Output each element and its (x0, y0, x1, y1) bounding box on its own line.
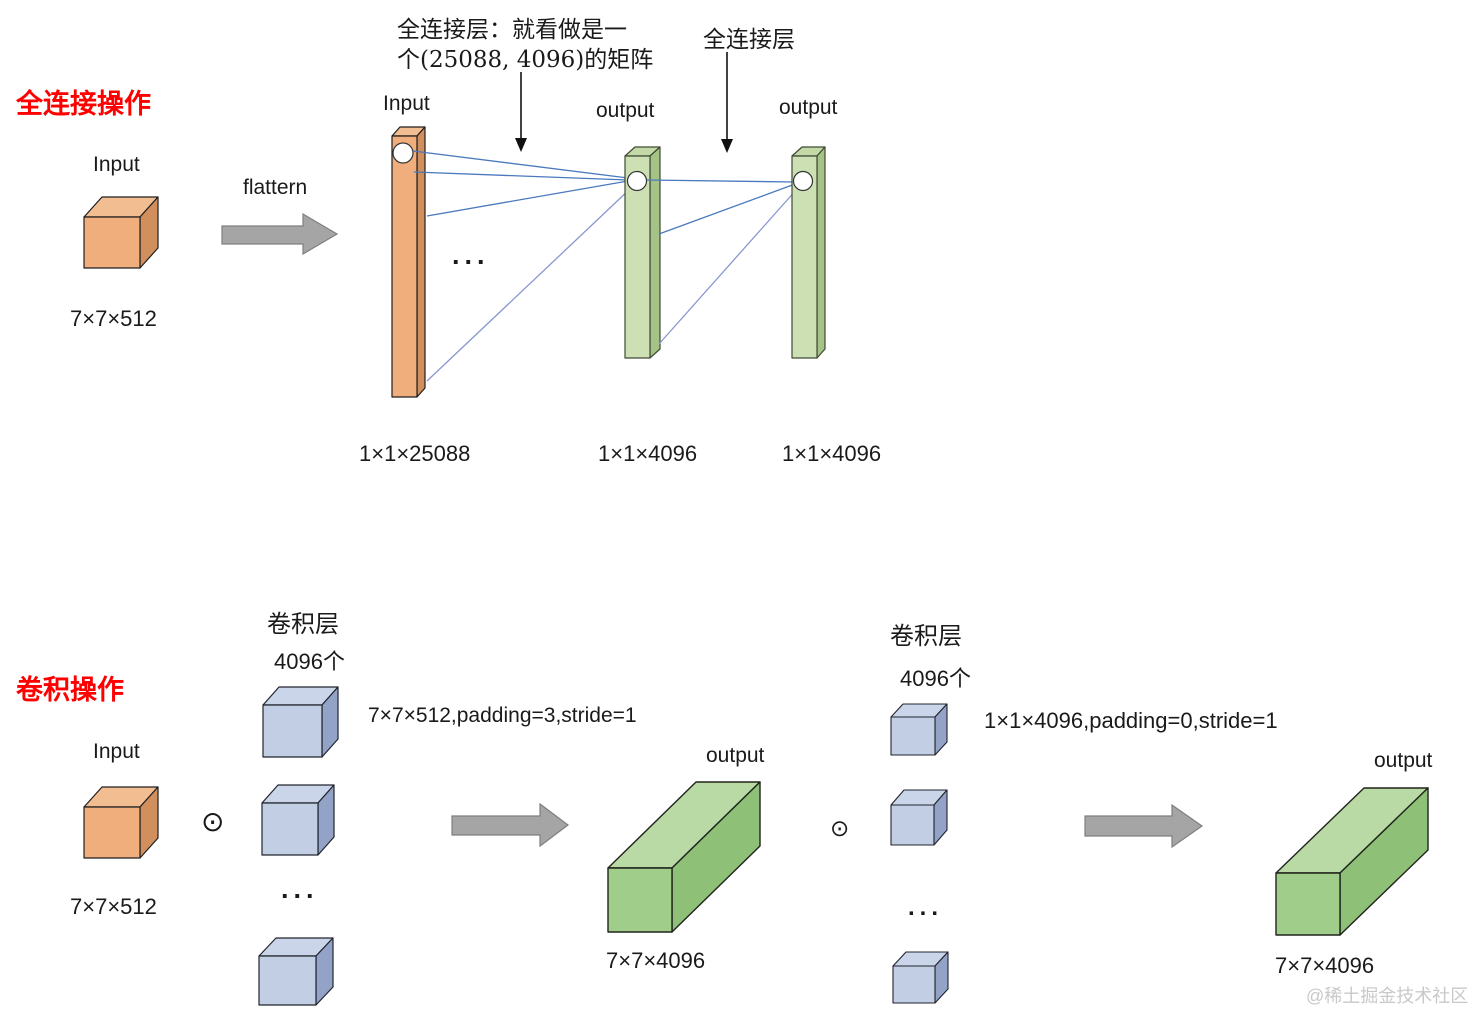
conv-input-dim: 7×7×512 (70, 894, 157, 919)
neuron-circle (626, 170, 648, 192)
conv-kernel-cube-2b (890, 789, 948, 846)
connection-line (658, 183, 796, 235)
neuron-circle (392, 142, 414, 164)
watermark: @稀土掘金技术社区 (1306, 986, 1469, 1006)
annotation-arrow-fc (721, 52, 733, 153)
fc-connections-2 (646, 179, 798, 345)
conv-input-label: Input (93, 740, 140, 763)
cube-front-face (261, 802, 319, 856)
conv-kernel-cube-1c (258, 937, 334, 1006)
conv-ellipsis-2: ... (908, 894, 944, 921)
conv-ellipsis-1: ... (281, 874, 319, 904)
bar-side-face (649, 146, 661, 359)
fc-matrix-note-line2: 个(25088, 4096)的矩阵 (397, 47, 654, 73)
arrow-head (515, 138, 527, 152)
fc-output1-label: output (596, 99, 655, 122)
fc-section-title: 全连接操作 (16, 89, 151, 120)
fc-input-dim: 7×7×512 (70, 306, 157, 331)
fc-flat-input-dim: 1×1×25088 (359, 441, 471, 466)
connection-line (412, 150, 629, 179)
conv-params-1: 7×7×512,padding=3,stride=1 (368, 704, 637, 727)
fc-layer-note: 全连接层 (703, 27, 795, 53)
conv-input-cube (83, 786, 159, 859)
fc-input-cube (83, 196, 159, 269)
fc-connections-1 (412, 150, 632, 382)
fc-output1-bar (624, 146, 661, 359)
conv-layer2-label: 卷积层 (890, 622, 962, 650)
cube-front-face (890, 804, 935, 846)
fc-output2-bar (791, 146, 826, 359)
odot-operator-1: ⊙ (201, 805, 225, 838)
cube-front-face (258, 955, 317, 1006)
flatten-label: flattern (243, 176, 308, 199)
fc-ellipsis: ... (452, 240, 490, 270)
bar-side-face (416, 126, 426, 398)
connection-line (426, 187, 632, 382)
conv-output1-label: output (706, 744, 765, 767)
conv-output1-dim: 7×7×4096 (606, 948, 706, 973)
odot-operator-2: ⊙ (830, 816, 850, 842)
conv-output2-dim: 7×7×4096 (1275, 953, 1375, 978)
connection-line (413, 171, 629, 181)
cuboid-front-face (1275, 872, 1341, 936)
annotation-arrow-matrix (515, 72, 527, 152)
conv-layer1-label: 卷积层 (267, 610, 339, 638)
fc-input-label: Input (93, 153, 140, 176)
conv-kernel-cube-2c (892, 951, 949, 1004)
connection-line (426, 180, 629, 217)
flatten-arrow-icon (221, 212, 339, 256)
cube-front-face (83, 806, 141, 859)
bar-front-face (391, 135, 418, 398)
cube-front-face (890, 716, 936, 756)
fc-output2-label: output (779, 96, 838, 119)
conv-kernel-cube-1b (261, 784, 335, 856)
conv-arrow-2-icon (1084, 803, 1204, 849)
conv-output2-label: output (1374, 749, 1433, 772)
cube-front-face (262, 704, 323, 758)
connection-line (658, 188, 798, 345)
fc-flat-input-bar (391, 126, 426, 398)
neuron-circle (792, 170, 814, 192)
conv-params-2: 1×1×4096,padding=0,stride=1 (984, 708, 1278, 733)
conv-output-cuboid-2 (1275, 787, 1429, 936)
cube-front-face (892, 965, 936, 1004)
connection-line (646, 179, 795, 183)
fc-output1-dim: 1×1×4096 (598, 441, 698, 466)
conv-layer1-count: 4096个 (274, 649, 345, 674)
conv-kernel-cube-2a (890, 703, 948, 756)
cuboid-front-face (607, 867, 673, 933)
bar-side-face (816, 146, 826, 359)
fc-matrix-note-line1: 全连接层：就看做是一 (397, 17, 627, 43)
arrow-head (721, 139, 733, 153)
conv-layer2-count: 4096个 (900, 666, 971, 691)
conv-section-title: 卷积操作 (16, 675, 124, 706)
cube-front-face (83, 216, 141, 269)
conv-kernel-cube-1a (262, 686, 339, 758)
fc-output2-dim: 1×1×4096 (782, 441, 882, 466)
conv-output-cuboid-1 (607, 781, 761, 933)
conv-arrow-1-icon (451, 802, 569, 848)
fc-flat-input-label: Input (383, 92, 430, 115)
